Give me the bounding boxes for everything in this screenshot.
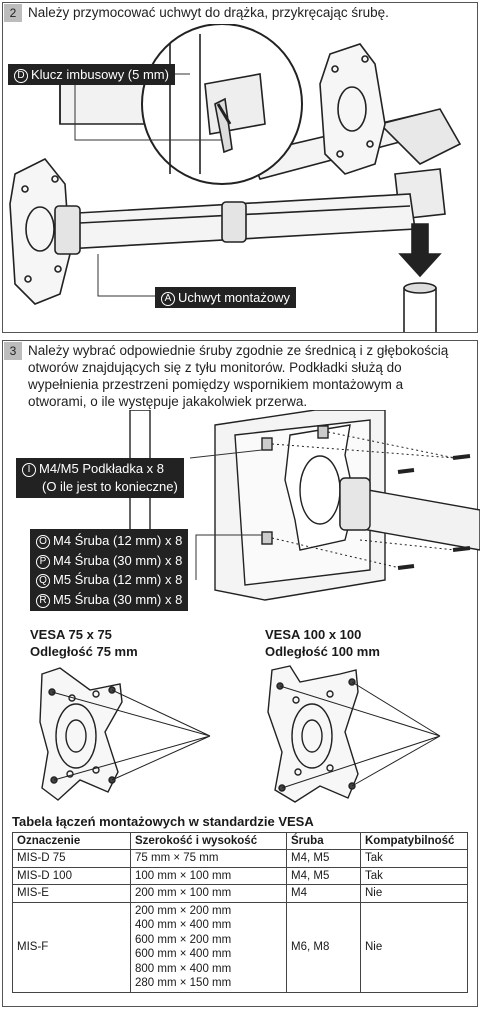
cell-compat: Nie [360,901,468,993]
cell-designation: MIS-D 100 [12,866,131,885]
callout-letter: P [36,554,50,569]
col-header-size: Szerokość i wysokość [130,832,287,850]
vesa-100-distance: Odległość 100 mm [265,644,380,659]
callout-letter-a: A [161,292,175,306]
callout-letter: Q [36,574,50,588]
cell-size: 100 mm × 100 mm [130,866,287,885]
cell-screw: M4, M5 [286,849,361,868]
step-2-instruction: Należy przymocować uchwyt do drążka, prz… [28,5,389,20]
cell-compat: Tak [360,849,468,868]
mount-bracket-text: Uchwyt montażowy [178,290,290,305]
allen-key-text: Klucz imbusowy (5 mm) [31,67,169,82]
size-item: 200 mm × 200 mm [135,904,232,917]
vesa-compat-table: Oznaczenie Szerokość i wysokość Śruba Ko… [12,832,468,993]
screw-text: M4 Śruba (30 mm) x 8 [53,552,183,568]
table-row: MIS-F 200 mm × 200 mm 400 mm × 400 mm 60… [12,901,468,993]
size-item: 800 mm × 400 mm [135,962,232,975]
step-3-number: 3 [4,342,22,360]
cell-designation: MIS-E [12,884,131,903]
vesa-100-title: VESA 100 x 100 [265,627,362,642]
cell-designation: MIS-F [12,901,131,993]
callout-letter-i: I [22,463,36,477]
callout-letter: O [36,535,50,549]
cell-size-list: 200 mm × 200 mm 400 mm × 400 mm 600 mm ×… [130,901,287,993]
step-3-line-4: otworami, o ile występuje jakakolwiek pr… [28,394,308,409]
table-row: MIS-E 200 mm × 100 mm M4 Nie [12,884,468,903]
step-3-instruction: Należy wybrać odpowiednie śruby zgodnie … [28,342,448,410]
cell-compat: Nie [360,884,468,903]
col-header-screw: Śruba [286,832,361,850]
size-item: 600 mm × 200 mm [135,933,232,946]
step-3-line-1: Należy wybrać odpowiednie śruby zgodnie … [28,343,449,358]
screw-text: M5 Śruba (30 mm) x 8 [53,591,183,607]
cell-screw: M6, M8 [286,901,361,993]
vesa-100-heading: VESA 100 x 100 Odległość 100 mm [265,626,380,660]
cell-screw: M4 [286,884,361,903]
screw-text: M5 Śruba (12 mm) x 8 [53,572,183,587]
step-2-number: 2 [4,4,22,22]
washer-note: (O ile jest to konieczne) [42,479,178,494]
step-2-panel [2,2,478,333]
vesa-75-heading: VESA 75 x 75 Odległość 75 mm [30,626,138,660]
screw-illustration [129,410,480,610]
table-row: MIS-D 75 75 mm × 75 mm M4, M5 Tak [12,849,468,868]
cell-screw: M4, M5 [286,866,361,885]
vesa-table-title: Tabela łączeń montażowych w standardzie … [12,814,314,829]
table-header-row: Oznaczenie Szerokość i wysokość Śruba Ko… [12,832,468,850]
vesa-75-title: VESA 75 x 75 [30,627,112,642]
step-3-panel [2,340,478,1007]
step-3-line-3: wypełnienia przestrzeni pomiędzy wsporni… [28,377,404,392]
step-2-illustration [9,24,462,332]
size-item: 280 mm × 150 mm [135,977,232,989]
size-item: 600 mm × 400 mm [135,948,232,960]
screw-text: M4 Śruba (12 mm) x 8 [53,533,183,548]
cell-compat: Tak [360,866,468,885]
cell-designation: MIS-D 75 [12,849,131,868]
cell-size: 75 mm × 75 mm [130,849,287,868]
step-3-line-2: otworów znajdujących się z tyłu monitoró… [28,360,402,375]
callout-letter-d: D [14,69,28,83]
callout-letter: R [36,593,50,608]
cell-size: 200 mm × 100 mm [130,884,287,903]
vesa-75-distance: Odległość 75 mm [30,644,138,659]
size-item: 400 mm × 400 mm [135,919,232,931]
vesa-plates-diagram [39,665,441,803]
washer-text: M4/M5 Podkładka x 8 [39,461,165,476]
col-header-compat: Kompatybilność [360,832,468,850]
col-header-designation: Oznaczenie [12,832,131,850]
table-row: MIS-D 100 100 mm × 100 mm M4, M5 Tak [12,866,468,885]
